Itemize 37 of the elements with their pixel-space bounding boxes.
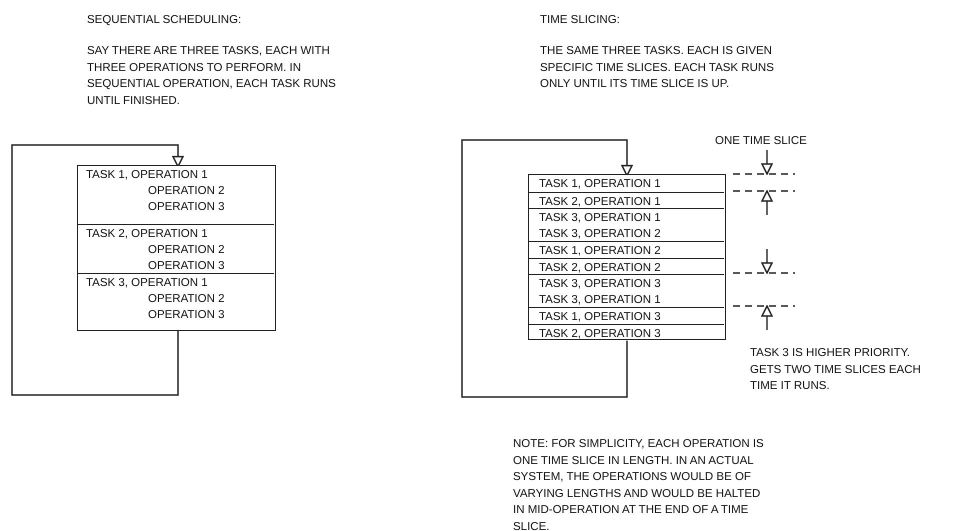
operation-label: TASK 3, OPERATION 1	[85, 276, 208, 291]
time-slice-block	[529, 192, 724, 208]
time-slice-block	[529, 324, 724, 340]
operation-label: TASK 2, OPERATION 1	[538, 194, 661, 210]
operation-label: TASK 1, OPERATION 1	[538, 177, 661, 192]
annotation-text: TASK 3 IS HIGHER PRIORITY. GETS TWO TIME SLICES EACH TIME IT RUNS.	[750, 346, 922, 394]
operation-label: OPERATION 3	[147, 200, 224, 215]
operation-label: TASK 1, OPERATION 3	[538, 310, 661, 325]
task-queue-frame	[528, 174, 726, 340]
operation-label: TASK 2, OPERATION 2	[538, 260, 661, 276]
description-text: THE SAME THREE TASKS. EACH IS GIVEN SPECIFIC TIME SLICES. EACH TASK RUNS ONLY UNTIL ITS TIME SLICE IS UP.	[540, 44, 775, 92]
time-slice-block	[529, 274, 724, 307]
operation-label: OPERATION 2	[147, 243, 224, 258]
operation-label: TASK 3, OPERATION 1	[538, 211, 661, 226]
time-slice-block	[529, 258, 724, 274]
time-slice-block	[529, 241, 724, 258]
section-heading: TIME SLICING:	[540, 13, 621, 28]
time-slice-block	[529, 208, 724, 241]
section-heading: SEQUENTIAL SCHEDULING:	[87, 13, 242, 28]
operation-label: OPERATION 3	[147, 259, 224, 274]
operation-label: TASK 3, OPERATION 2	[538, 227, 661, 242]
operation-label: OPERATION 2	[147, 292, 224, 307]
loop-arrow	[11, 144, 184, 396]
loop-arrow	[461, 139, 633, 398]
time-slice-block	[529, 307, 724, 324]
description-text: SAY THERE ARE THREE TASKS, EACH WITH THREE OPERATIONS TO PERFORM. IN SEQUENTIAL OPERATION, EACH TASK RUNS UNTIL FINISHED.	[87, 44, 337, 108]
operation-label: TASK 2, OPERATION 3	[538, 326, 661, 342]
operation-label: TASK 1, OPERATION 1	[85, 168, 208, 183]
operation-label: TASK 3, OPERATION 3	[538, 277, 661, 292]
operation-label: TASK 1, OPERATION 2	[538, 244, 661, 259]
operation-label: OPERATION 3	[147, 308, 224, 323]
dimension-label: ONE TIME SLICE	[715, 134, 808, 149]
note-text: NOTE: FOR SIMPLICITY, EACH OPERATION IS ONE TIME SLICE IN LENGTH. IN AN ACTUAL SYSTEM, THE OPERATIONS WOULD BE OF VARYING LENGTHS AND WOULD BE HALTED IN MID-OPERATION AT THE END OF A TIME SLICE.	[513, 437, 765, 531]
operation-label: TASK 2, OPERATION 1	[85, 227, 208, 242]
task-queue-frame	[77, 165, 276, 331]
operation-label: OPERATION 2	[147, 184, 224, 199]
operation-label: TASK 3, OPERATION 1	[538, 293, 661, 308]
